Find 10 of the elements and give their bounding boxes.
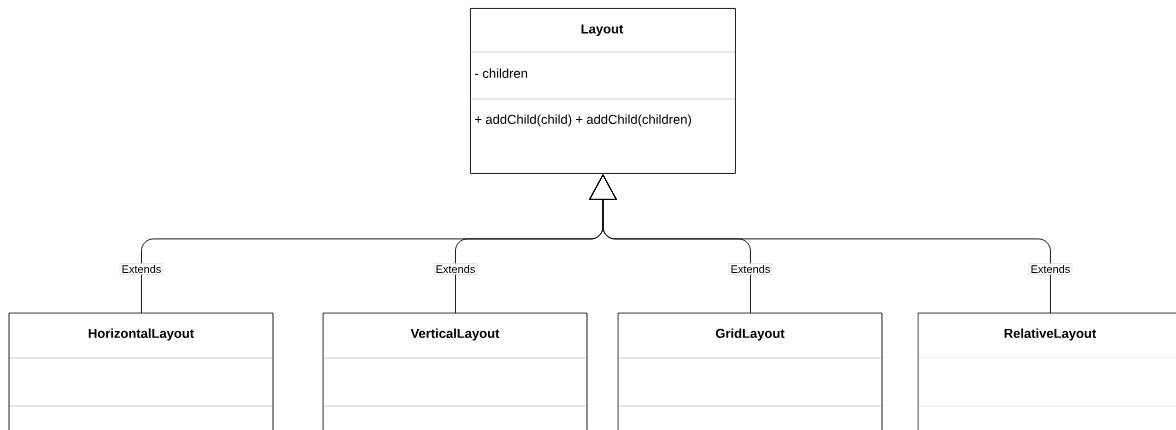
edge-label: Extends — [119, 263, 164, 275]
edge-label: Extends — [1028, 263, 1072, 275]
class-box: GridLayout — [617, 312, 883, 430]
class-box: RelativeLayout — [917, 312, 1176, 430]
class-box: VerticalLayout — [322, 312, 588, 430]
class-box: HorizontalLayout — [8, 312, 274, 430]
edge-label: Extends — [728, 263, 773, 275]
edge-label: Extends — [433, 263, 478, 275]
class-box: Layout - children + addChild(child) + addChild(children) — [469, 8, 736, 174]
inheritance-arrow — [589, 174, 1051, 314]
